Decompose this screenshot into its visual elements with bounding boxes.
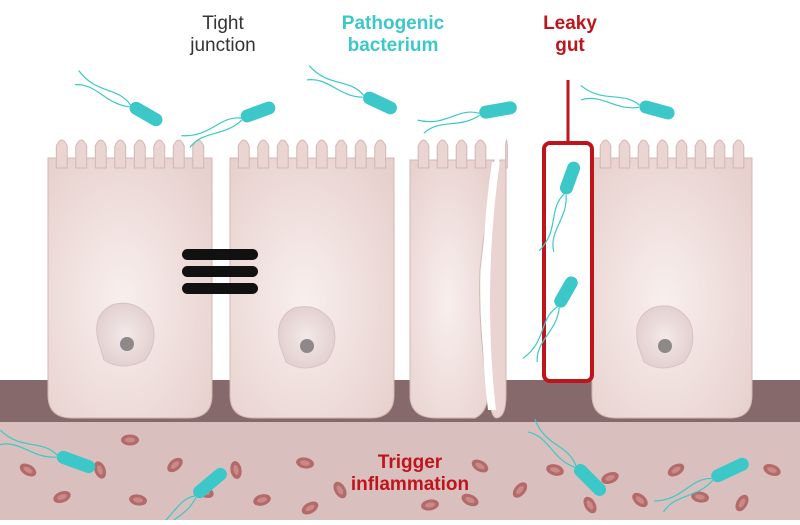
lumen-bacteria [75, 65, 675, 148]
red-blood-cell [19, 463, 37, 477]
red-blood-cell [333, 481, 347, 499]
microvillus [133, 139, 146, 169]
microvillus [315, 139, 328, 169]
microvillus [505, 139, 508, 169]
microvillus [618, 139, 631, 169]
leaky-gut-label: Leaky gut [525, 13, 615, 57]
microvillus [455, 139, 468, 169]
leaky-gut-label-line2: gut [555, 35, 585, 56]
red-blood-cell [461, 493, 479, 507]
epithelial-cell-1 [47, 157, 213, 419]
microvillus [94, 139, 107, 169]
bacterium [144, 467, 227, 525]
pathogenic-bacterium-label-line2: bacterium [347, 35, 439, 56]
microvillus [675, 139, 688, 169]
microvillus [296, 139, 309, 169]
nucleolus-5 [658, 339, 672, 353]
microvillus [436, 139, 449, 169]
tight-junction-label: Tight junction [168, 13, 278, 57]
red-blood-cell [53, 490, 71, 504]
red-blood-cell [230, 461, 242, 479]
trigger-inflammation-label-line2: inflammation [350, 474, 470, 495]
microvillus [599, 139, 612, 169]
trigger-inflammation-label-line1: Trigger [377, 452, 443, 473]
microvillus [257, 139, 270, 169]
epithelial-cell-4-damaged [482, 159, 507, 419]
tight-junction-label-line2: junction [190, 35, 256, 56]
bacterium [75, 70, 163, 127]
microvillus [354, 139, 367, 169]
microvillus [374, 139, 387, 169]
tight-junction-label-line1: Tight [202, 13, 244, 34]
red-blood-cell [129, 494, 147, 506]
leaky-gut-label-line1: Leaky [543, 13, 597, 34]
microvillus [153, 139, 166, 169]
microvilli [55, 139, 745, 169]
microvillus [637, 139, 650, 169]
red-blood-cell [93, 461, 107, 479]
red-blood-cell [632, 492, 648, 508]
bacterium [527, 418, 607, 497]
red-blood-cell [121, 434, 139, 446]
pathogenic-bacterium-label: Pathogenic bacterium [318, 13, 468, 57]
red-blood-cell [512, 482, 528, 498]
tissue-bacteria [0, 418, 749, 525]
microvillus [732, 139, 745, 169]
microvillus [55, 139, 68, 169]
red-blood-cell [601, 471, 619, 485]
bacterium [0, 429, 96, 474]
pathogenic-bacterium-label-line1: Pathogenic [341, 13, 445, 34]
microvillus [237, 139, 250, 169]
red-blood-cell [296, 457, 314, 469]
red-blood-cell [735, 494, 749, 512]
nucleus-1 [96, 302, 155, 367]
bacterium [181, 101, 276, 148]
microvillus [75, 139, 88, 169]
red-blood-cell [667, 463, 685, 477]
microvillus [474, 139, 487, 169]
bacterium [538, 161, 581, 253]
tight-junction-symbol [182, 249, 258, 294]
nucleolus-1 [120, 337, 134, 351]
red-blood-cell [546, 464, 564, 476]
bacterium [417, 101, 517, 134]
red-blood-cell [301, 501, 319, 515]
microvillus [172, 139, 185, 169]
epithelial-cell-2 [229, 157, 395, 419]
red-blood-cell [691, 491, 709, 503]
red-blood-cell [253, 494, 271, 506]
leaky-gut-highlight-box [542, 141, 594, 383]
trigger-inflammation-label: Trigger inflammation [300, 452, 520, 496]
nucleolus-2 [300, 339, 314, 353]
bacterium [653, 457, 749, 513]
microvillus [192, 139, 205, 169]
red-blood-cell [583, 496, 597, 514]
bacterium [580, 84, 675, 120]
cell-crack [482, 162, 500, 410]
microvillus [335, 139, 348, 169]
microvillus [656, 139, 669, 169]
microvillus [417, 139, 430, 169]
microvillus [713, 139, 726, 169]
microvillus [694, 139, 707, 169]
bacterium [306, 65, 397, 115]
red-blood-cell [763, 463, 781, 477]
red-blood-cell [167, 457, 183, 473]
microvillus [276, 139, 289, 169]
bacterium [522, 276, 578, 362]
epithelial-cell-5 [591, 157, 753, 419]
microvillus [114, 139, 127, 169]
translocating-bacteria [522, 161, 581, 362]
red-blood-cell [421, 499, 439, 511]
red-blood-cell [471, 459, 489, 473]
nucleus-5 [636, 305, 694, 369]
nucleus-2 [278, 306, 336, 369]
